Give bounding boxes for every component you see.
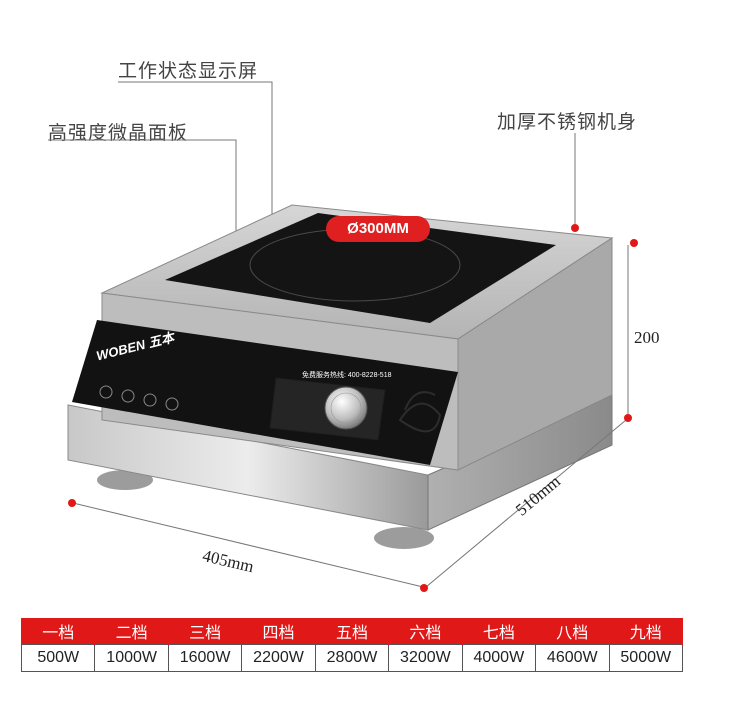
watt-5: 2800W (314, 644, 390, 672)
watt-2: 1000W (94, 644, 169, 672)
callout-steel-body: 加厚不锈钢机身 (497, 112, 638, 133)
watt-7: 4000W (461, 644, 537, 672)
watt-6: 3200W (388, 644, 463, 672)
level-7: 七档 (461, 618, 537, 645)
cooktop-size-badge: Ø300MM (326, 216, 430, 242)
power-level-header-row: 一档 二档 三档 四档 五档 六档 七档 八档 九档 (20, 618, 683, 645)
level-9: 九档 (608, 618, 683, 645)
height-dimension: 200 (634, 328, 660, 347)
level-8: 八档 (535, 618, 610, 645)
level-5: 五档 (314, 618, 390, 645)
callout-display-screen: 工作状态显示屏 (118, 61, 259, 82)
power-level-table: 一档 二档 三档 四档 五档 六档 七档 八档 九档 500W 1000W 16… (20, 618, 683, 672)
level-3: 三档 (167, 618, 243, 645)
watt-1: 500W (20, 644, 96, 672)
power-watt-row: 500W 1000W 1600W 2200W 2800W 3200W 4000W… (20, 644, 683, 672)
service-hotline: 免费服务热线: 400-8228-518 (302, 372, 392, 379)
watt-3: 1600W (167, 644, 243, 672)
watt-9: 5000W (608, 644, 683, 672)
level-2: 二档 (94, 618, 169, 645)
level-6: 六档 (388, 618, 463, 645)
dimension-lines (72, 245, 629, 588)
level-1: 一档 (20, 618, 96, 645)
watt-4: 2200W (241, 644, 316, 672)
level-4: 四档 (241, 618, 316, 645)
watt-8: 4600W (535, 644, 610, 672)
callout-crystal-panel: 高强度微晶面板 (48, 123, 189, 144)
